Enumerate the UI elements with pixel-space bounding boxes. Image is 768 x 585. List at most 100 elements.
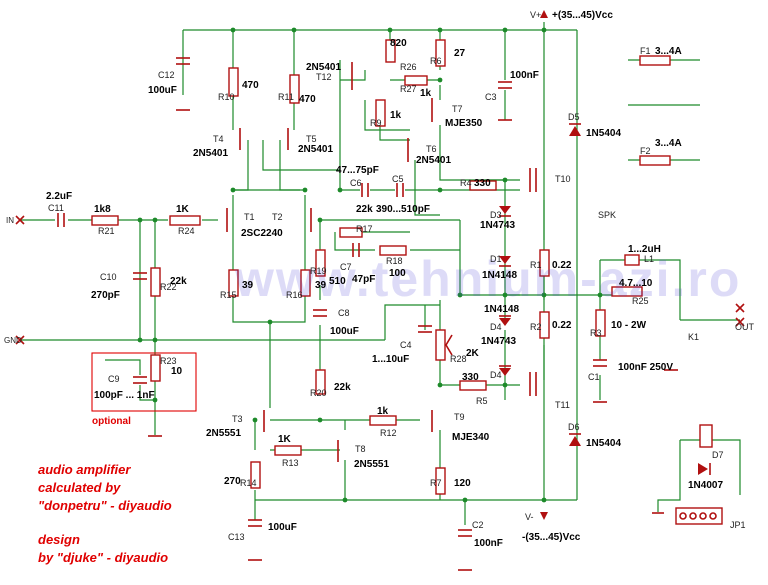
r9-ref: R9	[370, 118, 382, 128]
t6-value: 2N5401	[416, 155, 451, 166]
c11-ref: C11	[48, 203, 64, 213]
jp1-ref: JP1	[730, 520, 746, 530]
note-line-4: design	[38, 532, 80, 547]
r16-ref: R16	[286, 290, 303, 300]
r14-ref: R14	[240, 478, 257, 488]
c12-ref: C12	[158, 70, 175, 80]
t3-ref: T3	[232, 414, 243, 424]
r4-value: 330	[474, 178, 491, 189]
d7-ref: D7	[712, 450, 724, 460]
r19-value: 510	[329, 276, 346, 287]
f2-value: 3...4A	[655, 138, 682, 149]
vplus-net: V+	[530, 10, 541, 20]
c13-value: 100uF	[268, 522, 297, 533]
r22-value: 22k	[170, 276, 187, 287]
watermark: www.tehnium-azi.ro	[234, 251, 741, 307]
r21-ref: R21	[98, 226, 115, 236]
c13-ref: C13	[228, 532, 245, 542]
r2-ref: R2	[530, 322, 542, 332]
c3-ref: C3	[485, 92, 497, 102]
r17-ref: R17	[356, 224, 373, 234]
c7-ref: C7	[340, 262, 352, 272]
r7-ref: R7	[430, 478, 442, 488]
c5-value: 390...510pF	[376, 204, 430, 215]
r5-value: 330	[462, 372, 479, 383]
r16-value: 39	[315, 280, 327, 291]
author-notes: audio amplifier calculated by "donpetru"…	[38, 462, 172, 565]
labels: +(35...45)Vcc -(35...45)Vcc V+ V- IN GND…	[4, 10, 755, 549]
r28-value: 2K	[466, 348, 480, 359]
c8-value: 100uF	[330, 326, 359, 337]
r25-value: 4.7...10	[619, 278, 653, 289]
r26-value: 820	[390, 38, 407, 49]
parts	[15, 10, 745, 571]
vminus-label: -(35...45)Vcc	[522, 532, 581, 543]
r19-ref: R19	[310, 266, 327, 276]
t3-value: 2N5551	[206, 428, 241, 439]
r3-value: 10 - 2W	[611, 320, 647, 331]
r17-value: 22k	[356, 204, 373, 215]
r27-ref: R27	[400, 84, 417, 94]
t12-value: 2N5401	[306, 62, 341, 73]
spk-label: SPK	[598, 210, 616, 220]
t8-ref: T8	[355, 444, 366, 454]
out-label: OUT	[735, 322, 755, 332]
c2-value: 100nF	[474, 538, 503, 549]
t2-ref: T2	[272, 212, 283, 222]
r23-value: 10	[171, 366, 183, 377]
d5-value: 1N5404	[586, 128, 621, 139]
r6-ref: R6	[430, 56, 442, 66]
d2-value: 1N4148	[484, 304, 519, 315]
r25-ref: R25	[632, 296, 649, 306]
r1-value: 0.22	[552, 260, 572, 271]
d6-ref: D6	[568, 422, 580, 432]
note-line-2: calculated by	[38, 480, 121, 495]
r9-value: 1k	[390, 110, 402, 121]
t9-value: MJE340	[452, 432, 490, 443]
r18-value: 100	[389, 268, 406, 279]
c3-value: 100nF	[510, 70, 539, 81]
f2-ref: F2	[640, 146, 651, 156]
r14-value: 270	[224, 476, 241, 487]
vminus-net: V-	[525, 512, 534, 522]
t1-value: 2SC2240	[241, 228, 283, 239]
c2-ref: C2	[472, 520, 484, 530]
t8-value: 2N5551	[354, 459, 389, 470]
f1-ref: F1	[640, 46, 651, 56]
r11-value: 470	[299, 94, 316, 105]
r23-ref: R23	[160, 356, 177, 366]
t4-ref: T4	[213, 134, 224, 144]
c1-ref: C1	[588, 372, 600, 382]
r5-ref: R5	[476, 396, 488, 406]
c6-ref: C6	[350, 178, 362, 188]
c12-value: 100uF	[148, 85, 177, 96]
r2-value: 0.22	[552, 320, 572, 331]
c10-value: 270pF	[91, 290, 120, 301]
input-label: IN	[6, 216, 14, 225]
r6-value: 27	[454, 48, 466, 59]
note-line-3: "donpetru" - diyaudio	[38, 498, 172, 513]
t4-value: 2N5401	[193, 148, 228, 159]
c11-value: 2.2uF	[46, 191, 72, 202]
input-gnd-label: GND	[4, 336, 22, 345]
r13-ref: R13	[282, 458, 299, 468]
t5-value: 2N5401	[298, 144, 333, 155]
t7-value: MJE350	[445, 118, 483, 129]
d1-value: 1N4148	[482, 270, 517, 281]
d2-ref: D4	[490, 322, 502, 332]
c9-value: 100pF ... 1nF	[94, 390, 155, 401]
d7-value: 1N4007	[688, 480, 723, 491]
r28-ref: R28	[450, 354, 467, 364]
r20-value: 22k	[334, 382, 351, 393]
l1-ref: L1	[644, 254, 654, 264]
r27-value: 1k	[420, 88, 432, 99]
r7-value: 120	[454, 478, 471, 489]
c1-value: 100nF 250V	[618, 362, 673, 373]
r11-ref: R11	[278, 92, 294, 102]
c6-value: 47...75pF	[336, 165, 379, 176]
r24-value: 1K	[176, 204, 190, 215]
r4-ref: R4	[460, 178, 472, 188]
r22-ref: R22	[160, 282, 177, 292]
d4-value: 1N4743	[481, 336, 516, 347]
d3-ref: D3	[490, 210, 502, 220]
